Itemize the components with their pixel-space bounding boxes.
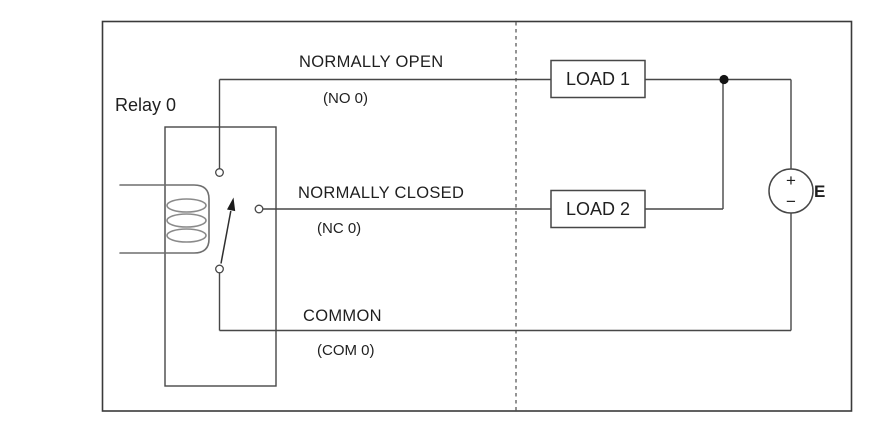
normally-open-label: NORMALLY OPEN (299, 53, 444, 71)
relay-switch (215, 168, 264, 274)
relay-coil (119, 184, 210, 254)
load2-box (550, 189, 646, 229)
coil-loop (166, 228, 207, 243)
normally-closed-label: NORMALLY CLOSED (298, 184, 464, 202)
coil-loop (166, 198, 207, 213)
relay-box (164, 126, 277, 387)
common-label: COMMON (303, 307, 382, 325)
wires (218, 78, 792, 332)
load1-box (550, 59, 646, 99)
normally-closed-code: (NC 0) (317, 220, 361, 237)
common-code: (COM 0) (317, 342, 375, 359)
load1-label: LOAD 1 (566, 69, 630, 89)
coil-leads (119, 184, 210, 254)
normally-open-code: (NO 0) (323, 90, 368, 107)
voltage-source-circle (768, 168, 814, 214)
source-label: E (814, 182, 825, 201)
voltage-source: + − E (768, 168, 825, 214)
coil-loop (166, 213, 207, 228)
minus-sign: − (786, 192, 796, 211)
switch-arm (220, 210, 232, 264)
plus-sign: + (786, 171, 796, 190)
junction-dot (719, 74, 729, 85)
load2-label: LOAD 2 (566, 199, 630, 219)
diagram-border (101, 20, 853, 412)
relay-label: Relay 0 (115, 95, 176, 115)
switch-arm-arrowhead (227, 197, 236, 212)
com-terminal-circle (215, 264, 224, 274)
nc-terminal-circle (254, 204, 264, 214)
no-terminal-circle (215, 168, 224, 177)
